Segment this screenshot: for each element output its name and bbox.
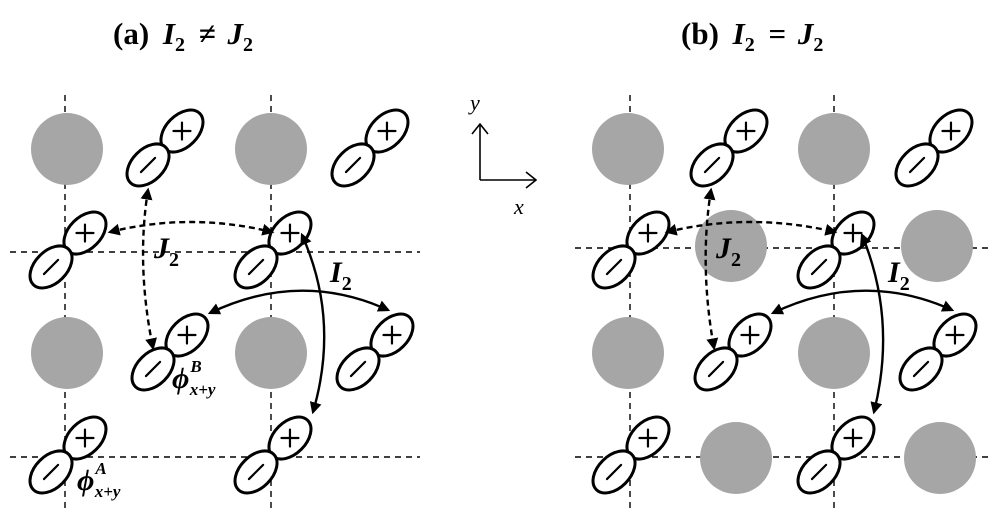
- panel-a-title: (a) I2 ≠ J2: [113, 16, 253, 58]
- orbital: [693, 312, 773, 392]
- orbital: [335, 312, 415, 392]
- orbital: [233, 415, 313, 495]
- x-axis-label: x: [513, 194, 524, 219]
- site-circle: [235, 113, 307, 185]
- i2-label-b: I2: [887, 256, 910, 295]
- j2-horizontal-arrow: [107, 220, 275, 236]
- cross-sign: [172, 121, 192, 141]
- i2-vertical-arrow: [300, 232, 326, 415]
- j2-label-b: J2: [715, 232, 741, 271]
- minus-sign: [139, 156, 157, 174]
- lattice-sites-b: [592, 113, 976, 494]
- couplings-a: [107, 187, 391, 415]
- y-axis-label: y: [468, 90, 480, 115]
- j2-horizontal-arrow: [664, 220, 838, 236]
- panel-b: J2 I2: [575, 95, 990, 512]
- orbitals-b: [591, 108, 978, 495]
- i2-label-a: I2: [329, 256, 352, 295]
- orbital: [28, 210, 108, 290]
- coordinate-axes: y x: [468, 90, 538, 219]
- orbital: [591, 210, 671, 290]
- orbital: [894, 108, 974, 188]
- orbital: [130, 312, 210, 392]
- lattice-sites-a: [31, 113, 307, 389]
- orbital: [796, 415, 876, 495]
- orbital: [125, 108, 205, 188]
- i2-horizontal-arrow: [207, 289, 391, 315]
- orbital: [898, 312, 978, 392]
- orbital: [28, 415, 108, 495]
- orbital: [330, 108, 410, 188]
- i2-horizontal-arrow: [770, 289, 955, 315]
- i2-vertical-arrow: [860, 232, 885, 415]
- orbital: [591, 415, 671, 495]
- j2-label-a: J2: [153, 232, 179, 271]
- orbital: [689, 108, 769, 188]
- site-circle: [235, 317, 307, 389]
- orbital: [233, 210, 313, 290]
- site-circle: [31, 317, 103, 389]
- couplings-b: [664, 187, 955, 415]
- site-circle: [31, 113, 103, 185]
- panel-b-title: (b) I2 = J2: [681, 16, 823, 58]
- orbitals-a: [28, 108, 415, 495]
- j2-vertical-arrow: [140, 187, 157, 351]
